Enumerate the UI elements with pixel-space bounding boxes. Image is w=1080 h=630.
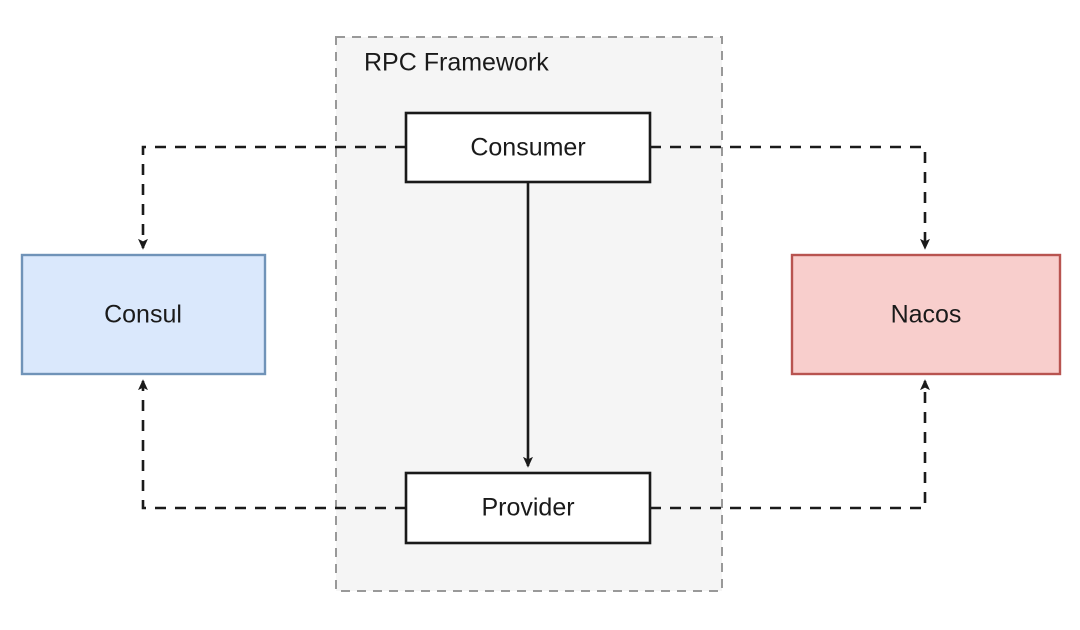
node-consul-label: Consul: [104, 301, 182, 329]
edge-consumer-to-consul: [138, 145, 406, 250]
node-consul[interactable]: Consul: [20, 253, 267, 376]
node-provider-box[interactable]: [404, 471, 652, 545]
node-nacos[interactable]: Nacos: [790, 253, 1062, 376]
node-nacos-box[interactable]: [790, 253, 1062, 376]
node-nacos-label: Nacos: [891, 301, 962, 329]
node-provider[interactable]: Provider: [404, 471, 652, 545]
node-consumer-box[interactable]: [404, 111, 652, 184]
edge-consumer-to-nacos: [650, 145, 930, 250]
rpc-framework-label: RPC Framework: [364, 49, 549, 77]
node-consumer[interactable]: Consumer: [404, 111, 652, 184]
edge-provider-to-consul: [138, 379, 406, 510]
node-consumer-label: Consumer: [470, 134, 585, 162]
node-consul-box[interactable]: [20, 253, 267, 376]
node-provider-label: Provider: [481, 494, 574, 522]
